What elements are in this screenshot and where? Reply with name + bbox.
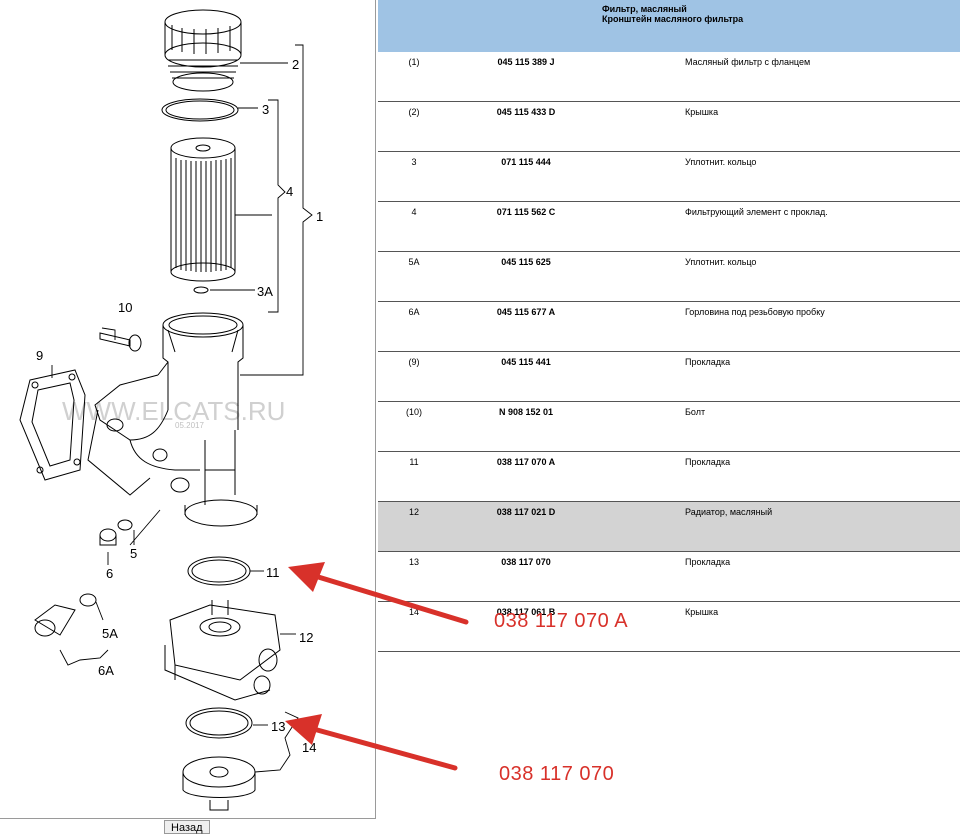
row-number: 5A <box>378 251 450 302</box>
row-part-number: 038 117 070 <box>450 551 602 602</box>
bolt-part-10 <box>99 332 142 352</box>
oil-cooler-part-12 <box>164 600 281 701</box>
table-header-subtitle: Кронштейн масляного фильтра <box>602 14 744 24</box>
row-number: 14 <box>378 601 450 652</box>
gasket-part-9 <box>19 369 86 481</box>
row-number: 6A <box>378 301 450 352</box>
row-number: 11 <box>378 451 450 502</box>
row-part-number: 045 115 389 J <box>450 52 602 102</box>
label-5a: 5A <box>102 626 118 641</box>
exploded-parts-diagram: WWW.ELCATS.RU 05.2017 <box>19 9 323 811</box>
label-4: 4 <box>286 184 293 199</box>
table-header-title: Фильтр, масляный <box>602 4 687 14</box>
o-ring-part-3 <box>161 98 239 122</box>
row-description: Прокладка <box>602 451 960 502</box>
callout-part-number-2: 038 117 070 <box>499 763 615 785</box>
filter-housing <box>87 312 258 527</box>
leader-lines <box>51 44 313 773</box>
label-11: 11 <box>266 565 280 580</box>
o-ring-part-11 <box>187 556 251 586</box>
back-button[interactable]: Назад <box>164 820 210 834</box>
row-number: 3 <box>378 151 450 202</box>
watermark-date: 05.2017 <box>175 421 204 430</box>
row-part-number: 071 115 444 <box>450 151 602 202</box>
row-description: Болт <box>602 401 960 452</box>
label-3a: 3A <box>257 284 273 299</box>
row-part-number: 045 115 677 A <box>450 301 602 352</box>
row-description: Уплотнит. кольцо <box>602 251 960 302</box>
label-5: 5 <box>130 546 137 561</box>
row-description: Крышка <box>602 101 960 152</box>
o-ring-part-13 <box>185 707 253 739</box>
row-number: (9) <box>378 351 450 402</box>
row-part-number: 038 117 070 A <box>450 451 602 502</box>
row-description: Фильтрующий элемент с проклад. <box>602 201 960 252</box>
callout-part-number-1: 038 117 070 A <box>494 610 629 632</box>
row-number: (10) <box>378 401 450 452</box>
row-part-number: 071 115 562 C <box>450 201 602 252</box>
label-14: 14 <box>302 740 316 755</box>
row-number: 12 <box>378 501 450 552</box>
fitting-part-6a <box>34 604 76 637</box>
row-part-number: N 908 152 01 <box>450 401 602 452</box>
row-description: Горловина под резьбовую пробку <box>602 301 960 352</box>
row-part-number: 038 117 021 D <box>450 501 602 552</box>
label-6: 6 <box>106 566 113 581</box>
row-number: (2) <box>378 101 450 152</box>
diagram-labels: 2 3 4 1 3A 10 9 5 6 5A 6A 11 12 13 14 <box>36 57 323 755</box>
label-12: 12 <box>299 630 313 645</box>
label-13: 13 <box>271 719 285 734</box>
label-3: 3 <box>262 102 269 117</box>
label-1: 1 <box>316 209 323 224</box>
diagram-panel: WWW.ELCATS.RU 05.2017 <box>0 0 376 819</box>
label-6a: 6A <box>98 663 114 678</box>
row-description: Масляный фильтр с фланцем <box>602 52 960 102</box>
small-ring-part-3a <box>193 286 209 294</box>
row-description: Прокладка <box>602 351 960 402</box>
label-2: 2 <box>292 57 299 72</box>
label-10: 10 <box>118 300 132 315</box>
cover-part-14 <box>182 756 256 811</box>
row-number: (1) <box>378 52 450 102</box>
row-number: 13 <box>378 551 450 602</box>
row-number: 4 <box>378 201 450 252</box>
washer-part-5 <box>117 519 133 531</box>
washer-part-5a <box>79 593 97 607</box>
row-part-number: 045 115 625 <box>450 251 602 302</box>
row-description: Прокладка <box>602 551 960 602</box>
plug-part-6 <box>99 528 117 546</box>
row-part-number: 045 115 441 <box>450 351 602 402</box>
row-description: Уплотнит. кольцо <box>602 151 960 202</box>
cap-part-2 <box>164 9 242 92</box>
row-description: Крышка <box>602 601 960 652</box>
label-9: 9 <box>36 348 43 363</box>
row-part-number: 045 115 433 D <box>450 101 602 152</box>
row-part-number: 038 117 061 B <box>450 601 602 652</box>
parts-table: Фильтр, масляный Кронштейн масляного фил… <box>378 0 960 652</box>
filter-element-part-4 <box>170 137 236 282</box>
table-header-row: Фильтр, масляный Кронштейн масляного фил… <box>378 0 960 52</box>
row-description: Радиатор, масляный <box>602 501 960 552</box>
